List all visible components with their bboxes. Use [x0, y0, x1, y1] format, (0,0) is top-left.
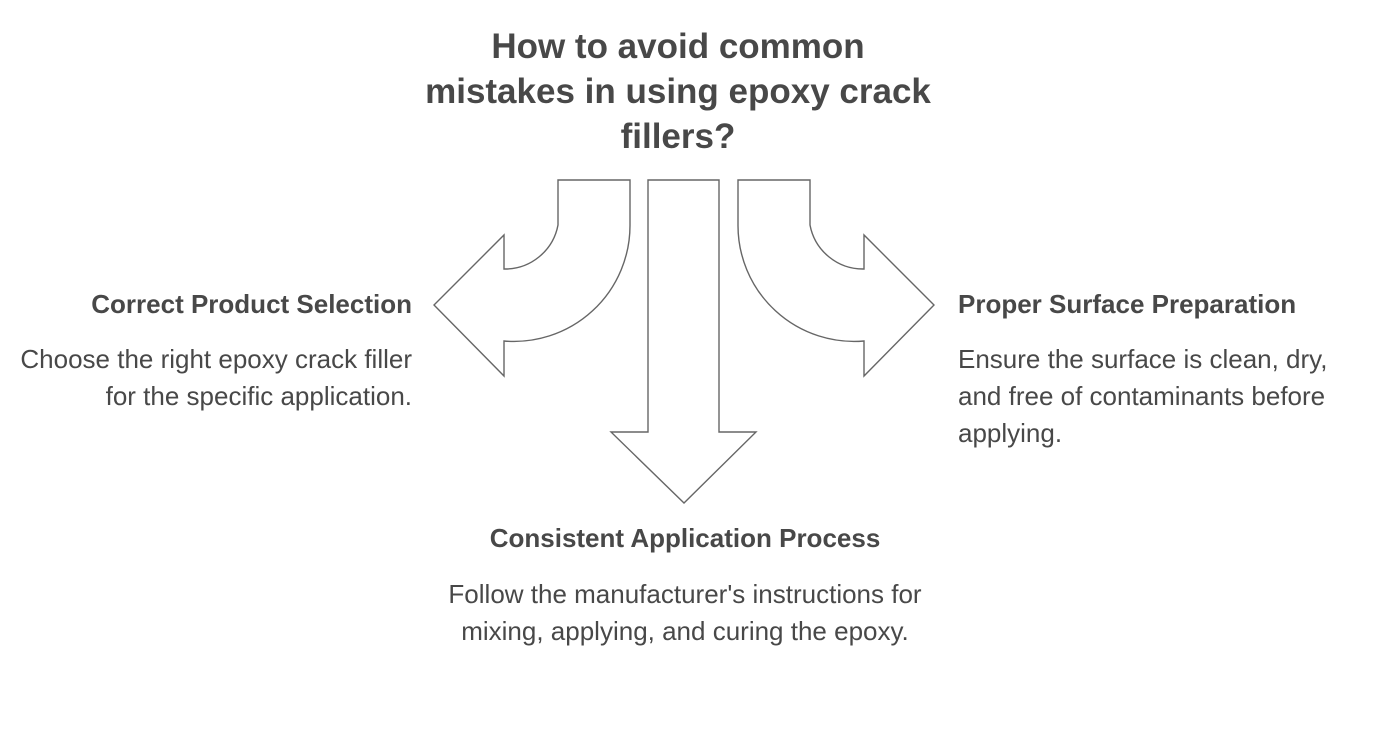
branch-proper-surface-preparation: Proper Surface Preparation Ensure the su…: [958, 288, 1358, 452]
curved-arrow-right-icon: [737, 179, 935, 378]
curved-arrow-left-icon: [433, 179, 631, 378]
branch-heading: Correct Product Selection: [91, 289, 412, 319]
branch-heading: Proper Surface Preparation: [958, 289, 1297, 319]
branch-description: Follow the manufacturer's instructions f…: [448, 579, 922, 646]
branch-heading: Consistent Application Process: [489, 523, 881, 553]
branch-consistent-application-process: Consistent Application Process Follow th…: [440, 522, 930, 650]
arrow-down-icon: [609, 179, 758, 504]
branch-correct-product-selection: Correct Product Selection Choose the rig…: [14, 288, 412, 415]
diagram-title: How to avoid common mistakes in using ep…: [425, 27, 931, 156]
branch-description: Ensure the surface is clean, dry, and fr…: [958, 344, 1328, 448]
branch-description: Choose the right epoxy crack filler for …: [20, 344, 412, 411]
